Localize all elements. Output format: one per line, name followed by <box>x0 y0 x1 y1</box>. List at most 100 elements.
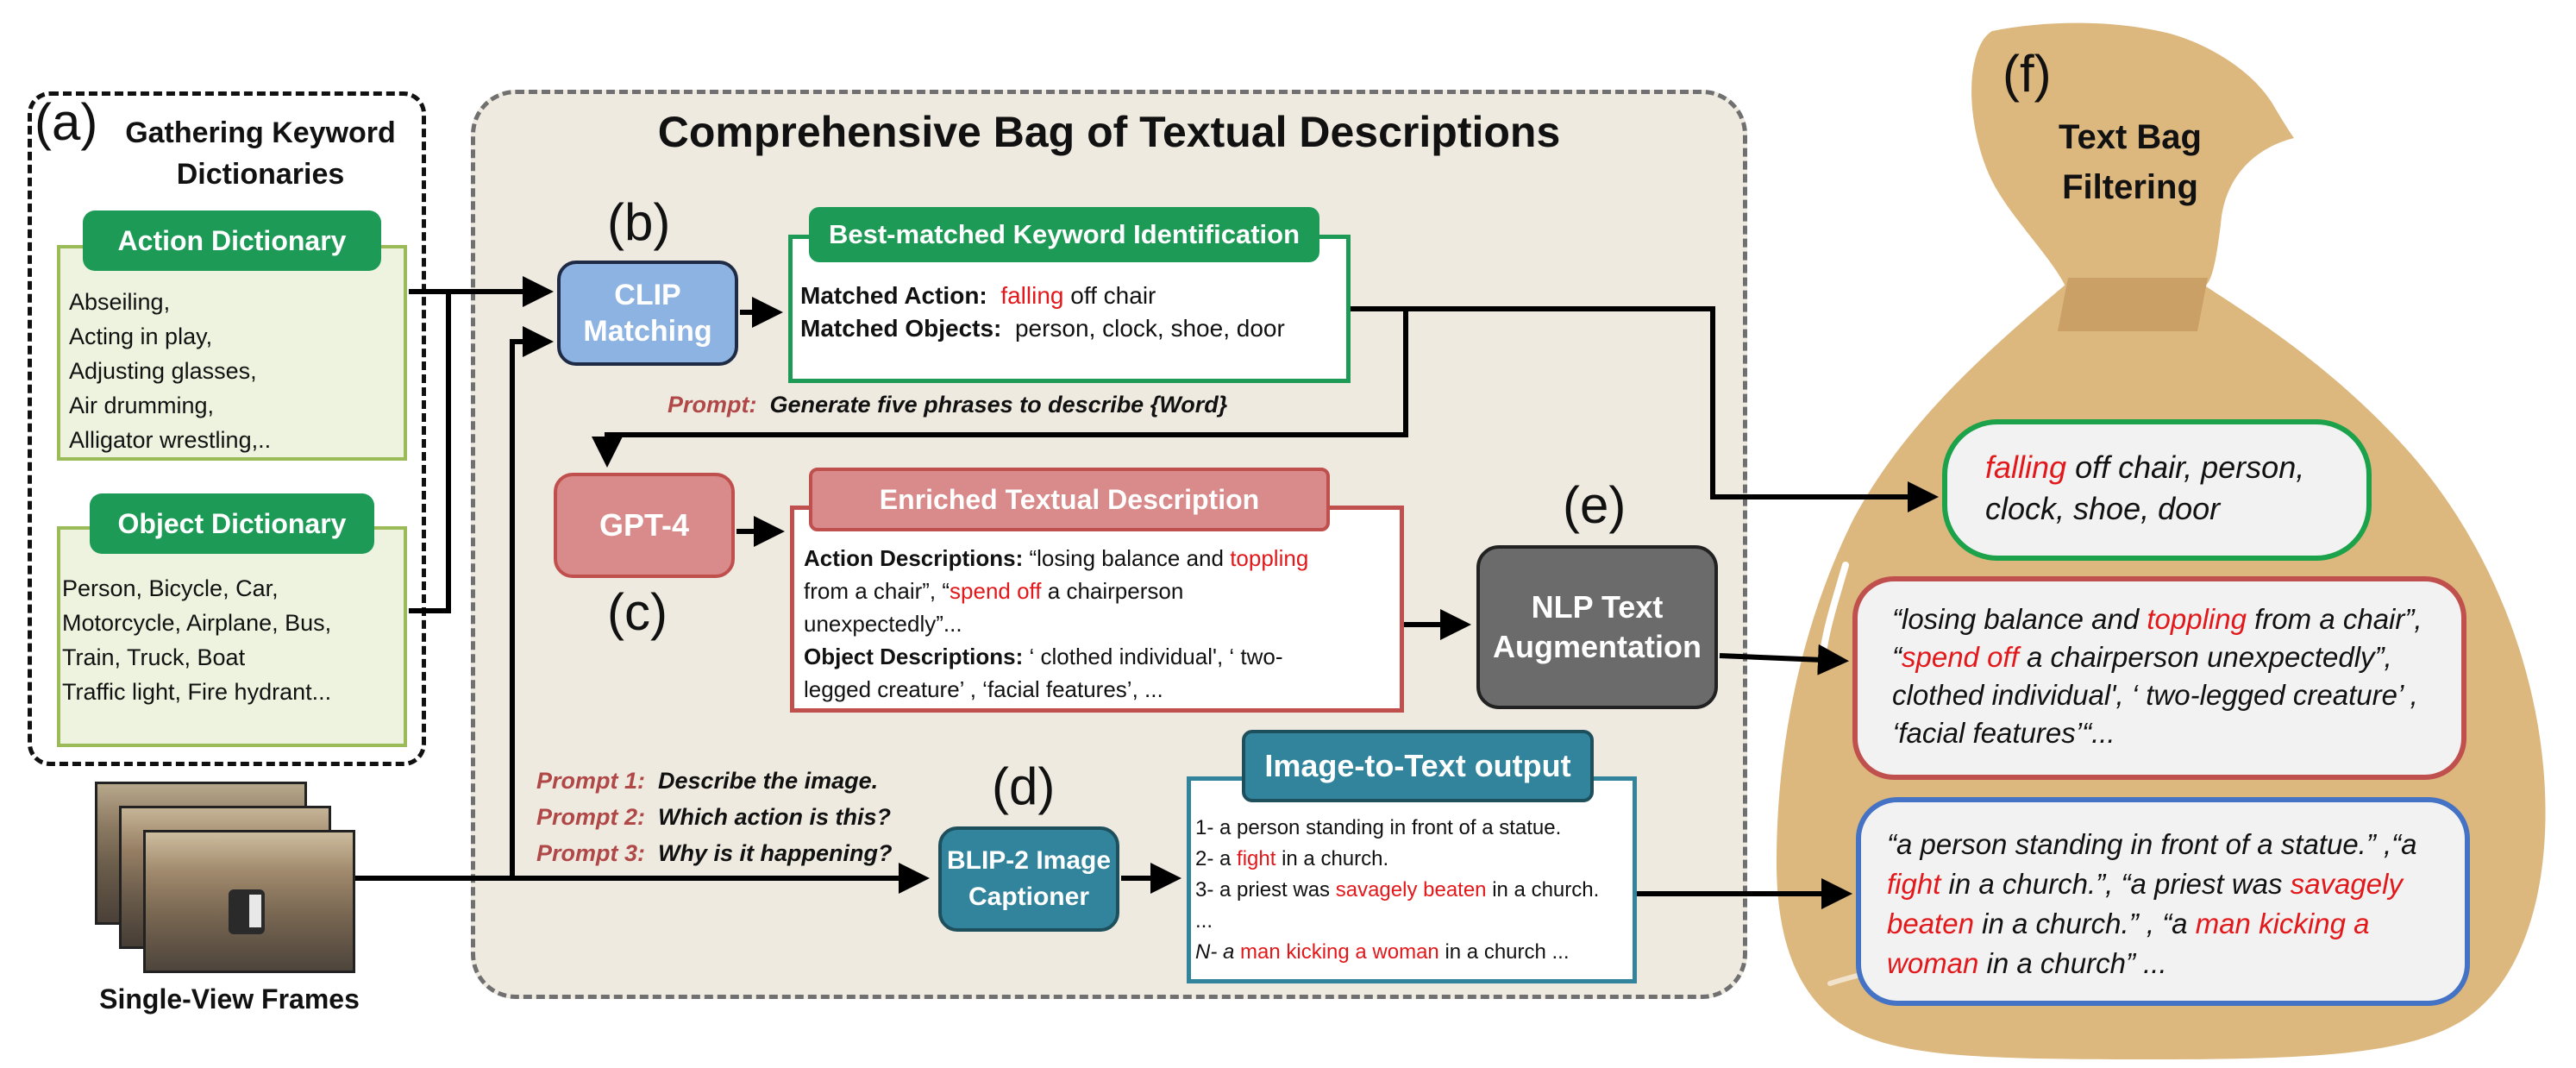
panel-e-label: (e) <box>1563 476 1626 534</box>
bubble-blue-highlight1: fight <box>1887 868 1941 900</box>
object-dictionary-box <box>57 526 407 747</box>
bubble-blue-highlight4: man kicking a <box>2195 908 2370 939</box>
action-dictionary-title: Action Dictionary <box>83 210 381 271</box>
bubble-blue-line2: fight in a church.”, “a priest was savag… <box>1887 864 2439 904</box>
action-desc-label: Action Descriptions: <box>804 545 1024 571</box>
matched-action-highlight: falling <box>1000 282 1064 309</box>
panel-d-label: (d) <box>992 757 1056 815</box>
panel-a-title: Gathering Keyword Dictionaries <box>105 112 416 195</box>
bubble-red-text3: “ <box>1892 641 1902 673</box>
action-desc-line1: Action Descriptions: “losing balance and… <box>804 542 1399 575</box>
bubble-blue-line4: woman in a church” ... <box>1887 944 2439 983</box>
blip-prompts: Prompt 1: Describe the image. Prompt 2: … <box>536 763 893 871</box>
filtered-keywords-bubble: falling off chair, person, clock, shoe, … <box>1942 419 2372 561</box>
bubble-blue-highlight5: woman <box>1887 947 1979 979</box>
action-dictionary-box <box>57 245 407 461</box>
action-desc-text1: “losing balance and <box>1029 545 1231 571</box>
list-item: Motorcycle, Airplane, Bus, <box>62 610 332 636</box>
blip-prompt-1: Prompt 1: Describe the image. <box>536 763 893 799</box>
bubble-red-highlight2: spend off <box>1902 641 2019 673</box>
bubble-blue-text4: in a church” ... <box>1978 947 2167 979</box>
matched-objects-label: Matched Objects: <box>800 315 1002 342</box>
caption-3-text2: in a church. <box>1486 878 1600 902</box>
action-dictionary-list: Abseiling, Acting in play, Adjusting gla… <box>69 285 397 457</box>
clip-label-line2: Matching <box>583 315 712 348</box>
enriched-description-title: Enriched Textual Description <box>809 468 1330 531</box>
blip-prompt-3: Prompt 3: Why is it happening? <box>536 835 893 871</box>
action-desc-highlight1: toppling <box>1230 545 1309 571</box>
blip-prompt-3-label: Prompt 3: <box>536 840 646 866</box>
list-item: Acting in play, <box>69 324 213 349</box>
panel-a-title-line1: Gathering Keyword <box>125 116 396 149</box>
filtered-descriptions-bubble: “losing balance and toppling from a chai… <box>1852 576 2466 780</box>
clip-label-line1: CLIP <box>614 279 681 311</box>
nlp-augmentation-node: NLP Text Augmentation <box>1476 545 1718 709</box>
caption-2-highlight: fight <box>1237 847 1276 870</box>
bubble-red-text1: “losing balance and <box>1892 603 2147 635</box>
bubble-red-line4: ‘facial features’“... <box>1892 717 2115 749</box>
action-desc-text2: from a chair”, “ <box>804 578 950 604</box>
action-desc-text3: a chairperson <box>1041 578 1184 604</box>
list-item: Person, Bicycle, Car, <box>62 575 279 601</box>
blip-prompt-1-text: Describe the image. <box>658 768 879 794</box>
caption-2-text2: in a church. <box>1275 847 1389 870</box>
panel-a-title-line2: Dictionaries <box>176 158 345 191</box>
list-item: Train, Truck, Boat <box>62 644 246 670</box>
object-desc-label: Object Descriptions: <box>804 644 1024 669</box>
bubble-red-line3: clothed individual', ‘ two-legged creatu… <box>1892 679 2418 711</box>
comprehensive-bag-title: Comprehensive Bag of Textual Description… <box>657 108 1561 156</box>
bubble-green-highlight: falling <box>1985 449 2067 485</box>
keyword-identification-title: Best-matched Keyword Identification <box>809 207 1319 262</box>
bubble-blue-text2: in a church.”, “a priest was <box>1940 868 2291 900</box>
frame-thumbnail-front <box>143 830 355 973</box>
action-desc-line2: from a chair”, “spend off a chairperson <box>804 575 1399 607</box>
caption-line-3: 3- a priest was savagely beaten in a chu… <box>1195 875 1635 906</box>
caption-line-1: 1- a person standing in front of a statu… <box>1195 816 1562 839</box>
object-desc-text1: ‘ clothed individual', ‘ two- <box>1023 644 1283 669</box>
action-desc-line3: unexpectedly”... <box>804 611 962 637</box>
caption-n-text1: N- a <box>1195 940 1241 964</box>
object-desc-line2: legged creature’ , ‘facial features’, ..… <box>804 676 1163 702</box>
matched-objects-line: Matched Objects: person, clock, shoe, do… <box>800 312 1344 345</box>
bubble-blue-line3: beaten in a church.” , “a man kicking a <box>1887 904 2439 944</box>
panel-c-label: (c) <box>607 583 668 641</box>
caption-line-ellipsis: ... <box>1195 909 1213 933</box>
bubble-red-text4: a chairperson unexpectedly”, <box>2018 641 2392 673</box>
nlp-label-line2: Augmentation <box>1493 629 1702 664</box>
matched-action-label: Matched Action: <box>800 282 987 309</box>
image-to-text-box <box>1187 776 1637 983</box>
bubble-red-text2: from a chair”, <box>2246 603 2422 635</box>
frames-label: Single-View Frames <box>99 983 360 1015</box>
gpt-prompt: Prompt: Generate five phrases to describ… <box>668 392 1227 418</box>
list-item: Alligator wrestling,.. <box>69 427 272 453</box>
bubble-green-line1: falling off chair, person, <box>1985 447 2366 488</box>
bubble-blue-line1: “a person standing in front of a statue.… <box>1887 828 2417 860</box>
bubble-red-highlight1: toppling <box>2147 603 2247 635</box>
caption-3-highlight: savagely beaten <box>1335 878 1487 902</box>
text-bag-filtering-title: Text Bag Filtering <box>2018 112 2242 212</box>
bubble-blue-highlight3: beaten <box>1887 908 1974 939</box>
filtered-captions-bubble: “a person standing in front of a statue.… <box>1856 797 2470 1006</box>
bag-title-line1: Text Bag <box>2059 118 2202 156</box>
bubble-blue-text3: in a church.” , “a <box>1973 908 2196 939</box>
clip-matching-node: CLIP Matching <box>557 261 738 366</box>
blip-label-line1: BLIP-2 Image <box>946 846 1112 875</box>
blip-prompt-3-text: Why is it happening? <box>658 840 893 866</box>
blip-prompt-1-label: Prompt 1: <box>536 768 646 794</box>
caption-3-text1: 3- a priest was <box>1195 878 1336 902</box>
caption-line-n: N- a man kicking a woman in a church ... <box>1195 937 1635 968</box>
bag-title-line2: Filtering <box>2062 168 2198 206</box>
list-item: Abseiling, <box>69 289 171 315</box>
caption-line-2: 2- a fight in a church. <box>1195 844 1635 875</box>
blip2-captioner-node: BLIP-2 Image Captioner <box>938 826 1119 932</box>
enriched-description-content: Action Descriptions: “losing balance and… <box>804 542 1399 706</box>
gpt-prompt-text: Generate five phrases to describe {Word} <box>769 392 1228 418</box>
nlp-label-line1: NLP Text <box>1531 589 1664 625</box>
blip-prompt-2-label: Prompt 2: <box>536 804 646 830</box>
enriched-description-box <box>790 506 1404 713</box>
blip-label-line2: Captioner <box>968 883 1089 911</box>
action-desc-highlight2: spend off <box>950 578 1042 604</box>
list-item: Traffic light, Fire hydrant... <box>62 679 332 705</box>
list-item: Adjusting glasses, <box>69 358 257 384</box>
bubble-green-line2: clock, shoe, door <box>1985 491 2221 526</box>
